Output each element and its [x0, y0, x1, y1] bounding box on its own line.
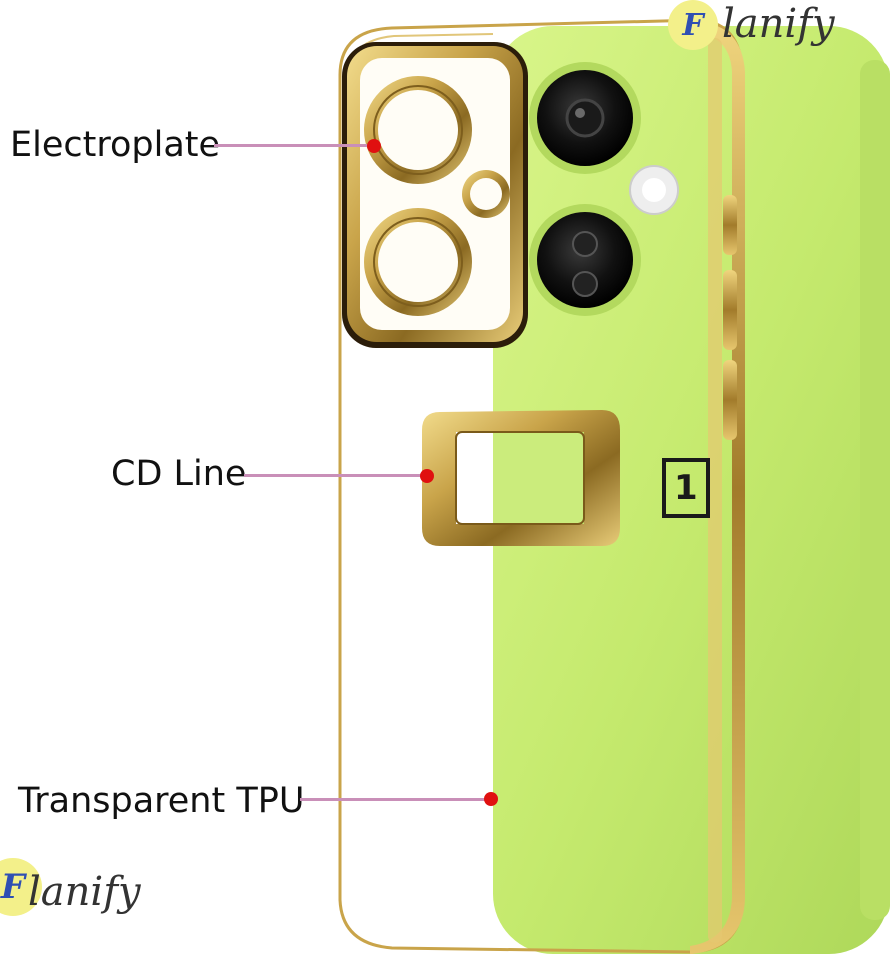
marker-dot-electroplate	[367, 139, 381, 153]
flash-icon	[629, 165, 679, 215]
callout-cd-line: CD Line	[111, 454, 247, 494]
watermark-letter-top: F	[682, 7, 704, 43]
marker-dot-transparent-tpu	[484, 792, 498, 806]
leader-line-transparent-tpu	[300, 798, 490, 801]
leader-line-electroplate	[214, 144, 374, 147]
callout-transparent-tpu: Transparent TPU	[18, 781, 305, 821]
gold-frame	[690, 22, 745, 954]
camera-lens-top	[529, 62, 641, 174]
camera-lens-bottom	[529, 204, 641, 316]
leader-line-cd-line	[244, 474, 428, 477]
marker-dot-cd-line	[420, 469, 434, 483]
electroplate-camera-frame	[342, 42, 528, 348]
watermark-logo-top: F	[668, 0, 718, 50]
watermark-text-bottom: lanify	[28, 869, 141, 915]
watermark-logo-bottom: F	[0, 858, 42, 916]
cd-line-ring	[422, 410, 620, 546]
brand-logo	[662, 458, 710, 518]
brand-logo-mark: 1	[674, 468, 698, 508]
watermark-letter-bottom: F	[0, 867, 26, 907]
callout-electroplate: Electroplate	[10, 125, 221, 165]
watermark-text-top: lanify	[722, 1, 835, 47]
